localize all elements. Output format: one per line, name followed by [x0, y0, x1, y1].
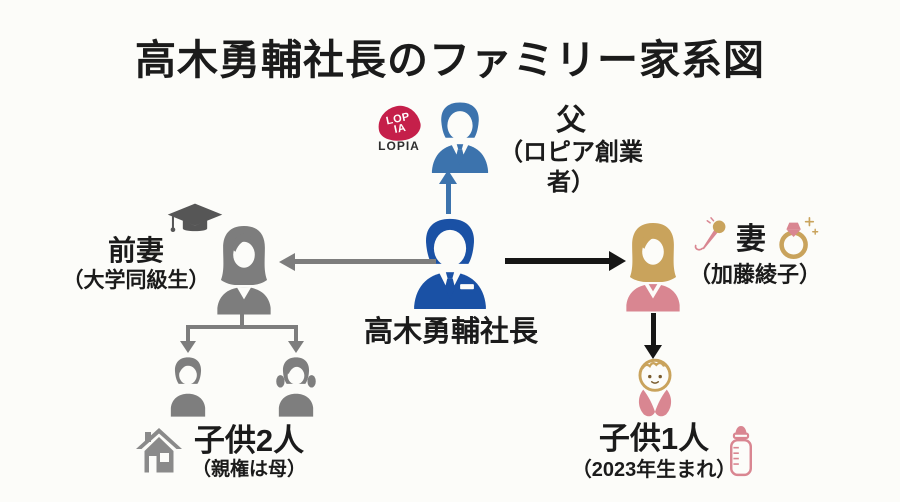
new-child-label: 子供1人	[598, 421, 710, 456]
baby-icon	[638, 358, 672, 417]
page-title: 高木勇輔社長のファミリー家系図	[135, 37, 765, 83]
branch-right-arrow-head	[288, 341, 304, 353]
ex-wife-subtitle: （大学同級生）	[62, 269, 210, 292]
lopia-caption: LOPIA	[378, 139, 420, 153]
branch-horizontal-line	[186, 325, 298, 329]
president-businessman-icon	[414, 218, 486, 309]
arrow-down-head	[644, 345, 662, 359]
boy-icon	[170, 357, 206, 417]
graduation-cap-icon	[167, 203, 223, 233]
wife-label: 妻	[736, 223, 766, 256]
house-icon	[136, 428, 182, 473]
father-subtitle: （ロピア創業者）	[499, 139, 643, 196]
lopia-logo-line2: IA	[392, 121, 408, 136]
ex-wife-woman-icon	[217, 225, 271, 315]
baby-bottle-icon	[730, 426, 752, 477]
arrow-down-line	[651, 313, 656, 345]
arrow-right-line	[505, 258, 611, 264]
arrow-up-head	[439, 170, 457, 184]
arrow-up-line	[446, 182, 451, 214]
arrow-left-line	[293, 259, 436, 264]
ex-children-subtitle: （親権は母）	[191, 459, 306, 480]
president-label: 高木勇輔社長	[363, 316, 538, 348]
wife-woman-icon	[626, 222, 680, 312]
girl-icon	[276, 357, 316, 417]
father-label: 父	[556, 104, 586, 137]
wife-subtitle: （加藤綾子）	[688, 262, 821, 287]
arrow-right-head	[609, 251, 626, 271]
father-businessman-icon	[431, 102, 489, 173]
new-child-subtitle: （2023年生まれ）	[571, 459, 737, 481]
branch-left-arrow-head	[180, 341, 196, 353]
ex-children-label: 子供2人	[193, 423, 305, 458]
microphone-icon	[694, 217, 726, 251]
branch-right-line	[294, 327, 298, 343]
diamond-ring-icon	[779, 217, 819, 259]
branch-stub-line	[240, 314, 244, 327]
branch-left-line	[186, 327, 190, 343]
ex-wife-label-block: 前妻 （大学同級生）	[48, 235, 224, 294]
ex-wife-label: 前妻	[107, 235, 164, 266]
father-label-block: 父 （ロピア創業者）	[483, 104, 659, 198]
ex-children-label-block: 子供2人 （親権は母）	[186, 423, 312, 482]
new-child-label-block: 子供1人 （2023年生まれ）	[570, 421, 738, 483]
arrow-left-head	[279, 253, 295, 271]
